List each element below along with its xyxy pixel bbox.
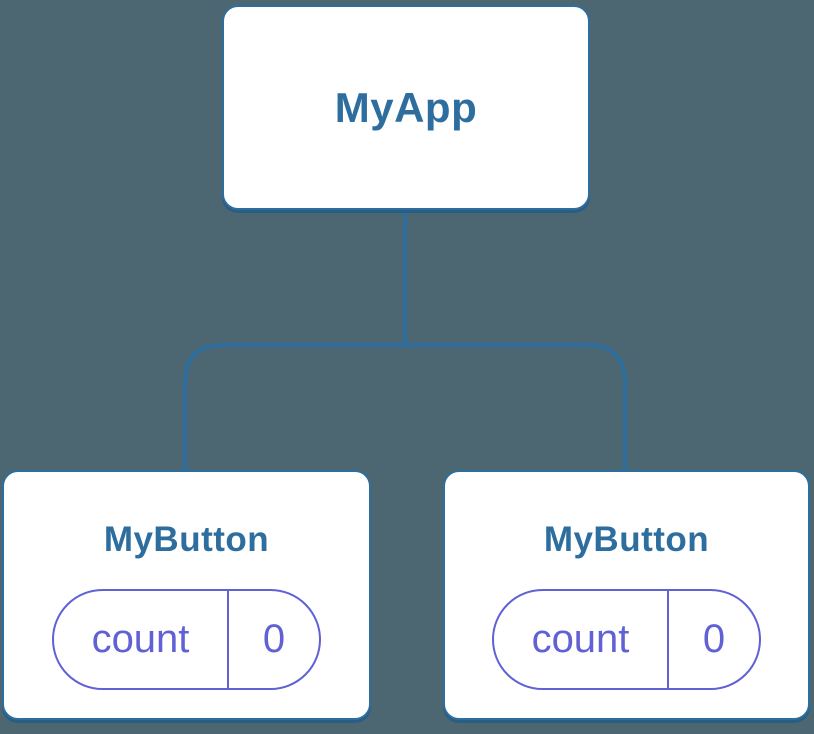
node-label: MyButton: [103, 520, 270, 559]
state-name: count: [494, 591, 669, 688]
node-mybutton-right: MyButton count 0: [443, 470, 810, 720]
state-value: 0: [262, 617, 286, 661]
connector-bracket: [183, 343, 627, 470]
node-myapp: MyApp: [222, 5, 590, 210]
state-pill: count 0: [52, 589, 321, 690]
node-label: MyButton: [543, 520, 710, 559]
node-label: MyApp: [334, 83, 478, 131]
node-mybutton-left: MyButton count 0: [2, 470, 371, 720]
state-pill: count 0: [492, 589, 761, 690]
state-value: 0: [702, 617, 726, 661]
state-name: count: [54, 591, 229, 688]
